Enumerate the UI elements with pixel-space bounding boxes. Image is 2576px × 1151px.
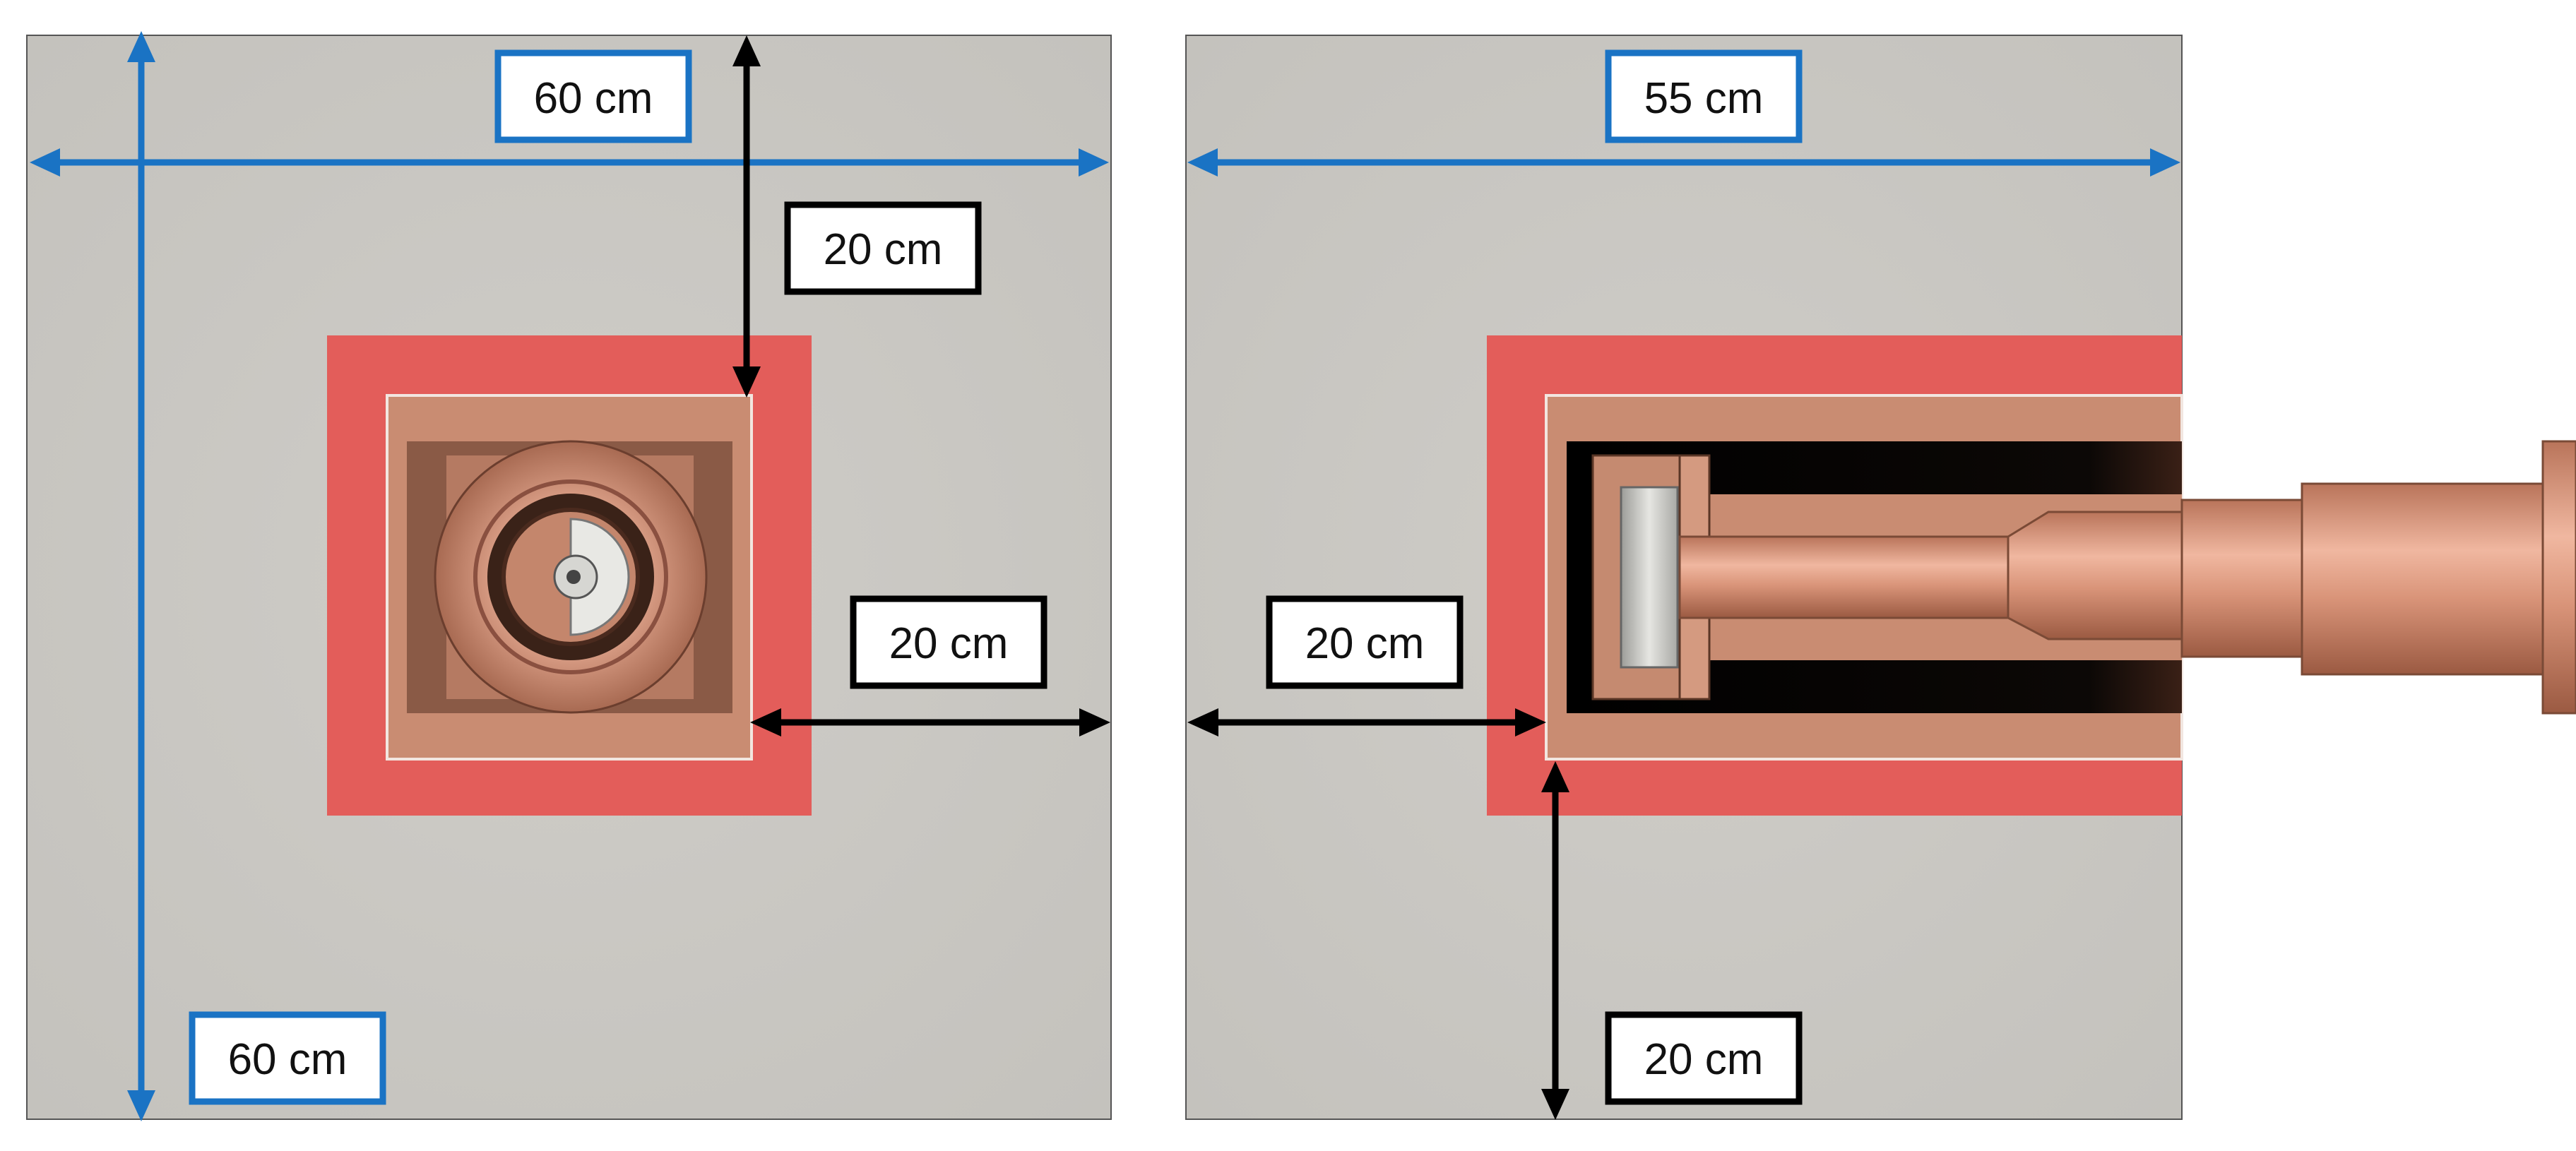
left-right-gap-arrow-right xyxy=(1079,708,1110,736)
right-width-label: 55 cm xyxy=(1605,49,1803,143)
right-bottom-gap-label-text: 20 cm xyxy=(1644,1035,1764,1084)
right-width-arrow-left xyxy=(1187,148,1218,177)
left-top-gap-label: 20 cm xyxy=(784,201,982,295)
right-left-gap-arrow-left xyxy=(1187,708,1218,736)
left-top-gap-arrow-top xyxy=(732,35,761,66)
dimension-labels: 60 cm 60 cm 20 cm 20 cm 55 cm 20 cm 20 c… xyxy=(189,49,1803,1105)
left-width-arrow-right xyxy=(1079,148,1109,177)
left-height-label: 60 cm xyxy=(189,1011,386,1105)
external-pipe-cap xyxy=(2541,440,2576,715)
left-right-gap-arrow-left xyxy=(750,708,781,736)
left-view xyxy=(26,35,1112,1120)
left-right-gap-label: 20 cm xyxy=(850,595,1047,689)
right-bottom-gap-label: 20 cm xyxy=(1605,1011,1803,1105)
left-height-label-text: 60 cm xyxy=(228,1035,348,1084)
right-bottom-gap-arrow-bottom xyxy=(1541,1089,1569,1120)
right-view xyxy=(1185,35,2183,1120)
dimension-lines xyxy=(30,31,2180,1121)
left-height-arrow-top xyxy=(127,31,155,62)
external-pipe xyxy=(2180,440,2576,715)
right-left-gap-label: 20 cm xyxy=(1266,595,1464,689)
left-top-gap-arrow-bottom xyxy=(732,366,761,398)
left-height-arrow-bottom xyxy=(127,1090,155,1121)
right-bottom-gap-arrow-top xyxy=(1541,761,1569,792)
left-width-label: 60 cm xyxy=(494,49,692,143)
left-ring-groove xyxy=(473,479,668,674)
left-right-gap-label-text: 20 cm xyxy=(889,619,1009,668)
right-width-label-text: 55 cm xyxy=(1644,74,1764,123)
external-pipe-wide xyxy=(2301,482,2547,676)
left-width-label-text: 60 cm xyxy=(534,74,653,123)
right-detector-disk xyxy=(1620,486,1679,669)
left-detector-half xyxy=(569,518,630,636)
external-pipe-narrow xyxy=(2180,499,2303,658)
left-detector-center xyxy=(566,570,581,584)
right-width-arrow-right xyxy=(2150,148,2180,177)
right-inner-pipe xyxy=(1678,535,2010,619)
right-left-gap-arrow-right xyxy=(1515,708,1546,736)
left-top-gap-label-text: 20 cm xyxy=(824,225,943,274)
right-pipe-taper xyxy=(2007,511,2183,640)
left-width-arrow-left xyxy=(30,148,60,177)
right-left-gap-label-text: 20 cm xyxy=(1305,619,1425,668)
